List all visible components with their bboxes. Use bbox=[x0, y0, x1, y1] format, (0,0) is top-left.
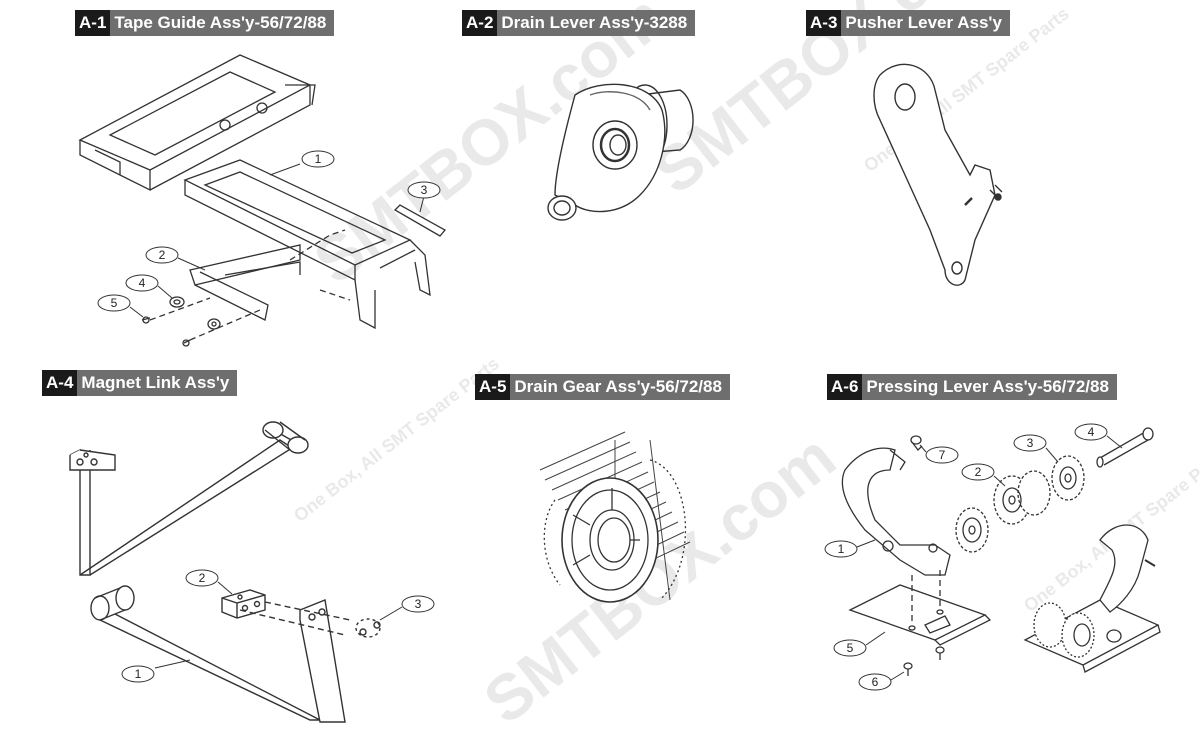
svg-text:5: 5 bbox=[847, 641, 854, 655]
callout-1: 1 bbox=[269, 150, 335, 176]
panel-title: Pusher Lever Ass'y bbox=[841, 10, 1010, 36]
svg-text:7: 7 bbox=[939, 448, 946, 462]
callout-3: 3 bbox=[379, 595, 435, 621]
svg-text:4: 4 bbox=[139, 276, 146, 290]
panel-title: Magnet Link Ass'y bbox=[77, 370, 238, 396]
callout-4: 4 bbox=[1074, 423, 1123, 449]
callout-2: 2 bbox=[961, 463, 1006, 487]
panel-header-a6: A-6 Pressing Lever Ass'y-56/72/88 bbox=[827, 374, 1117, 400]
panel-code: A-2 bbox=[462, 10, 498, 36]
panel-title: Drain Gear Ass'y-56/72/88 bbox=[510, 374, 730, 400]
svg-text:5: 5 bbox=[111, 296, 118, 310]
callout-5: 5 bbox=[97, 294, 144, 318]
callout-1: 1 bbox=[824, 539, 876, 558]
panel-code: A-5 bbox=[475, 374, 511, 400]
panel-code: A-4 bbox=[42, 370, 78, 396]
callout-5: 5 bbox=[833, 631, 886, 657]
panel-code: A-1 bbox=[75, 10, 111, 36]
panel-header-a4: A-4 Magnet Link Ass'y bbox=[42, 370, 238, 396]
callout-6: 6 bbox=[858, 671, 905, 691]
svg-text:3: 3 bbox=[1027, 436, 1034, 450]
callout-2: 2 bbox=[185, 569, 233, 595]
svg-text:2: 2 bbox=[199, 571, 206, 585]
panel-header-a1: A-1 Tape Guide Ass'y-56/72/88 bbox=[75, 10, 335, 36]
callout-2: 2 bbox=[145, 246, 206, 271]
panel-header-a5: A-5 Drain Gear Ass'y-56/72/88 bbox=[475, 374, 730, 400]
panel-header-a3: A-3 Pusher Lever Ass'y bbox=[806, 10, 1010, 36]
svg-text:3: 3 bbox=[421, 183, 428, 197]
svg-text:2: 2 bbox=[159, 248, 166, 262]
svg-text:1: 1 bbox=[135, 667, 142, 681]
svg-text:6: 6 bbox=[872, 675, 879, 689]
svg-text:1: 1 bbox=[838, 542, 845, 556]
panel-title: Tape Guide Ass'y-56/72/88 bbox=[110, 10, 335, 36]
callout-1: 1 bbox=[121, 659, 191, 683]
panel-header-a2: A-2 Drain Lever Ass'y-3288 bbox=[462, 10, 696, 36]
callout-3: 3 bbox=[407, 181, 441, 213]
callout-7: 7 bbox=[919, 444, 959, 464]
panel-code: A-6 bbox=[827, 374, 863, 400]
callout-3: 3 bbox=[1013, 434, 1059, 463]
svg-text:1: 1 bbox=[315, 152, 322, 166]
panel-title: Drain Lever Ass'y-3288 bbox=[497, 10, 696, 36]
svg-text:2: 2 bbox=[975, 465, 982, 479]
svg-text:4: 4 bbox=[1088, 425, 1095, 439]
callout-4: 4 bbox=[125, 274, 173, 299]
svg-text:3: 3 bbox=[415, 597, 422, 611]
panel-title: Pressing Lever Ass'y-56/72/88 bbox=[862, 374, 1117, 400]
panel-code: A-3 bbox=[806, 10, 842, 36]
